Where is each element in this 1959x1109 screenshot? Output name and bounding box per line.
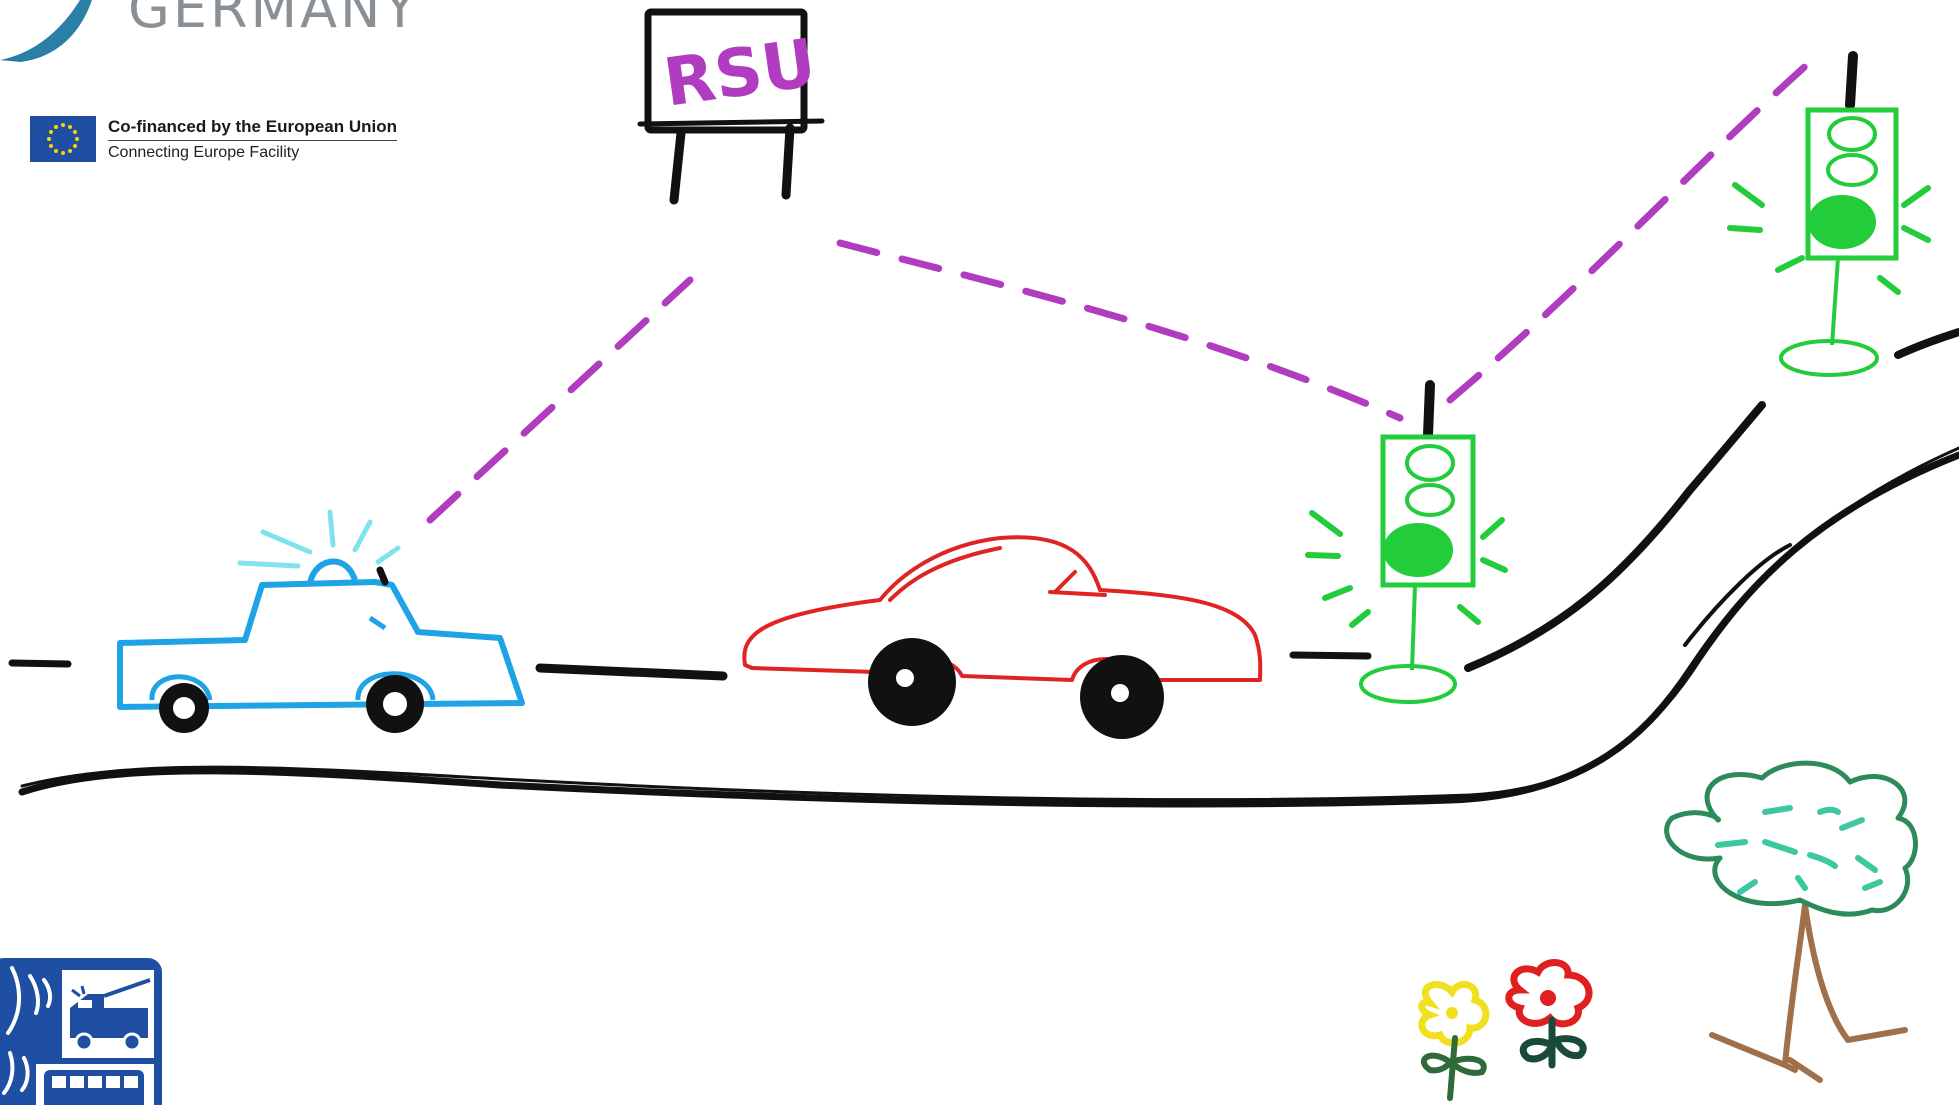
v2x-links [430,62,1810,520]
c2x-badge [0,958,162,1105]
red-car-wheels [868,638,1164,739]
road [12,332,1959,804]
swoosh-icon [0,0,92,62]
eu-funding-line1: Co-financed by the European Union [108,117,397,141]
flower-red [1509,963,1589,1065]
brand-wordmark: GERMANY [128,0,419,36]
red-car [744,537,1260,680]
eu-funding-line2: Connecting Europe Facility [108,141,397,162]
traffic-light-2 [1730,56,1928,375]
eu-funding-notice: Co-financed by the European Union Connec… [30,116,397,162]
police-car [120,512,522,733]
flower-yellow [1422,984,1486,1098]
eu-flag-icon [30,116,96,162]
rsu-sign: RSU [640,12,822,200]
tree [1667,763,1916,1080]
bus-icon [44,1070,144,1105]
